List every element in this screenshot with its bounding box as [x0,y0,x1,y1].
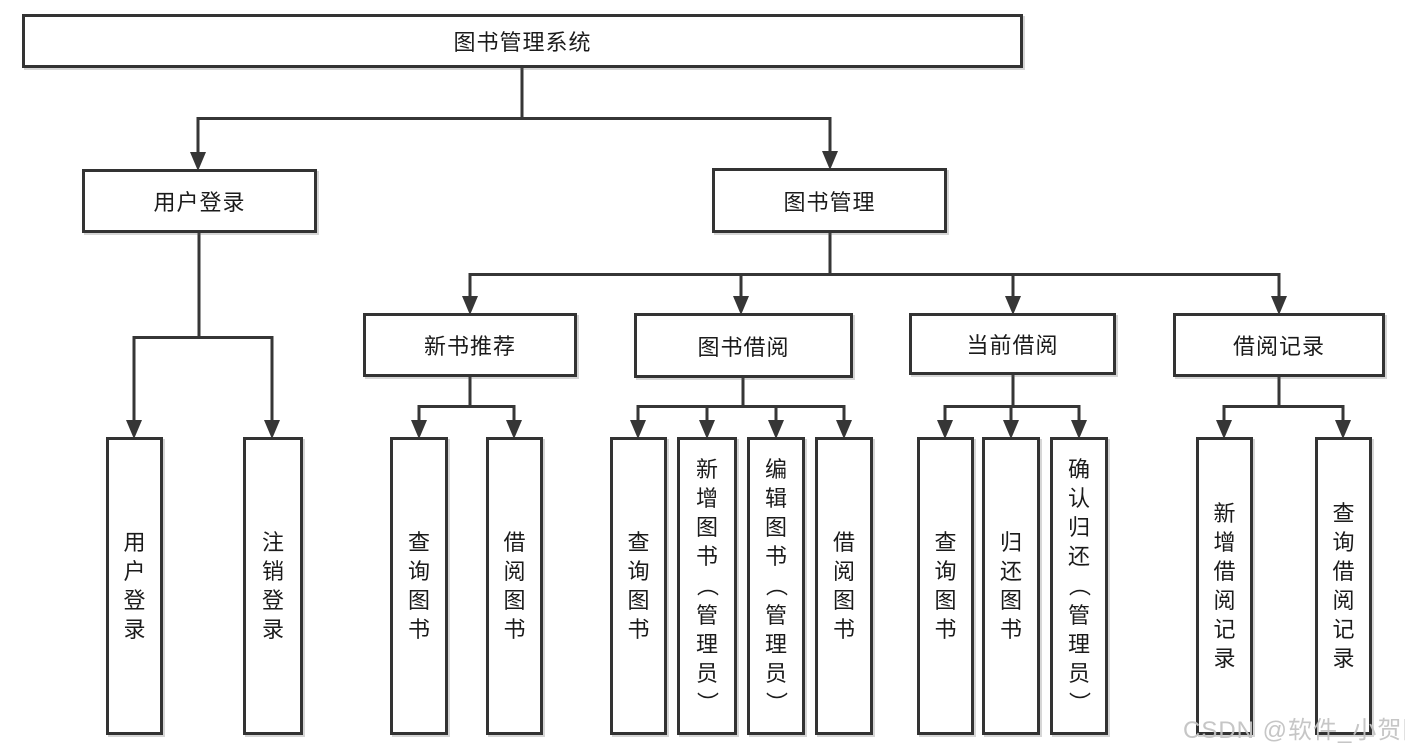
leaf-query-books-1-label: 查询图书 [407,529,430,643]
leaf-borrow-books-1: 借阅图书 [486,437,543,735]
node-user-login: 用户登录 [82,169,317,233]
node-borrow-records-label: 借阅记录 [1232,334,1325,359]
leaf-return-books-label: 归还图书 [999,529,1022,643]
leaf-query-books-2-label: 查询图书 [627,529,650,643]
leaf-add-borrow-record-label: 新增借阅记录 [1213,500,1236,672]
leaf-query-books-2: 查询图书 [610,437,667,735]
leaf-confirm-return-admin-label: 确认归还（管理员） [1066,457,1092,714]
node-user-login-label: 用户登录 [153,190,246,215]
leaf-user-login: 用户登录 [106,437,163,735]
node-new-book-recommend: 新书推荐 [363,313,577,377]
leaf-user-login-label: 用户登录 [123,529,146,643]
leaf-borrow-books-2-label: 借阅图书 [832,529,855,643]
node-root-label: 图书管理系统 [453,30,592,55]
leaf-query-borrow-record-label: 查询借阅记录 [1332,500,1355,672]
leaf-confirm-return-admin: 确认归还（管理员） [1050,437,1108,735]
node-book-borrowing: 图书借阅 [634,313,853,378]
leaf-logout-login-label: 注销登录 [261,529,284,643]
node-book-management-label: 图书管理 [783,189,876,215]
leaf-borrow-books-1-label: 借阅图书 [503,529,526,643]
node-book-borrowing-label: 图书借阅 [697,334,790,360]
leaf-edit-book-admin: 编辑图书（管理员） [747,437,805,735]
leaf-query-books-3-label: 查询图书 [934,529,957,643]
node-book-management: 图书管理 [712,168,947,233]
leaf-add-book-admin: 新增图书（管理员） [677,437,737,735]
leaf-add-borrow-record: 新增借阅记录 [1196,437,1253,735]
leaf-query-books-3: 查询图书 [917,437,974,735]
leaf-logout-login: 注销登录 [243,437,303,735]
node-borrow-records: 借阅记录 [1173,313,1385,377]
leaf-query-books-1: 查询图书 [390,437,448,735]
node-current-borrowing-label: 当前借阅 [966,333,1059,358]
leaf-borrow-books-2: 借阅图书 [815,437,873,735]
leaf-return-books: 归还图书 [982,437,1040,735]
leaf-add-book-admin-label: 新增图书（管理员） [694,457,720,714]
leaf-edit-book-admin-label: 编辑图书（管理员） [763,457,789,714]
node-new-book-recommend-label: 新书推荐 [423,334,516,359]
node-current-borrowing: 当前借阅 [909,313,1116,375]
leaf-query-borrow-record: 查询借阅记录 [1315,437,1372,735]
node-root: 图书管理系统 [22,14,1023,68]
watermark-text: CSDN @软件_小贺同学 [1183,717,1405,744]
tree-lines [132,67,1345,421]
